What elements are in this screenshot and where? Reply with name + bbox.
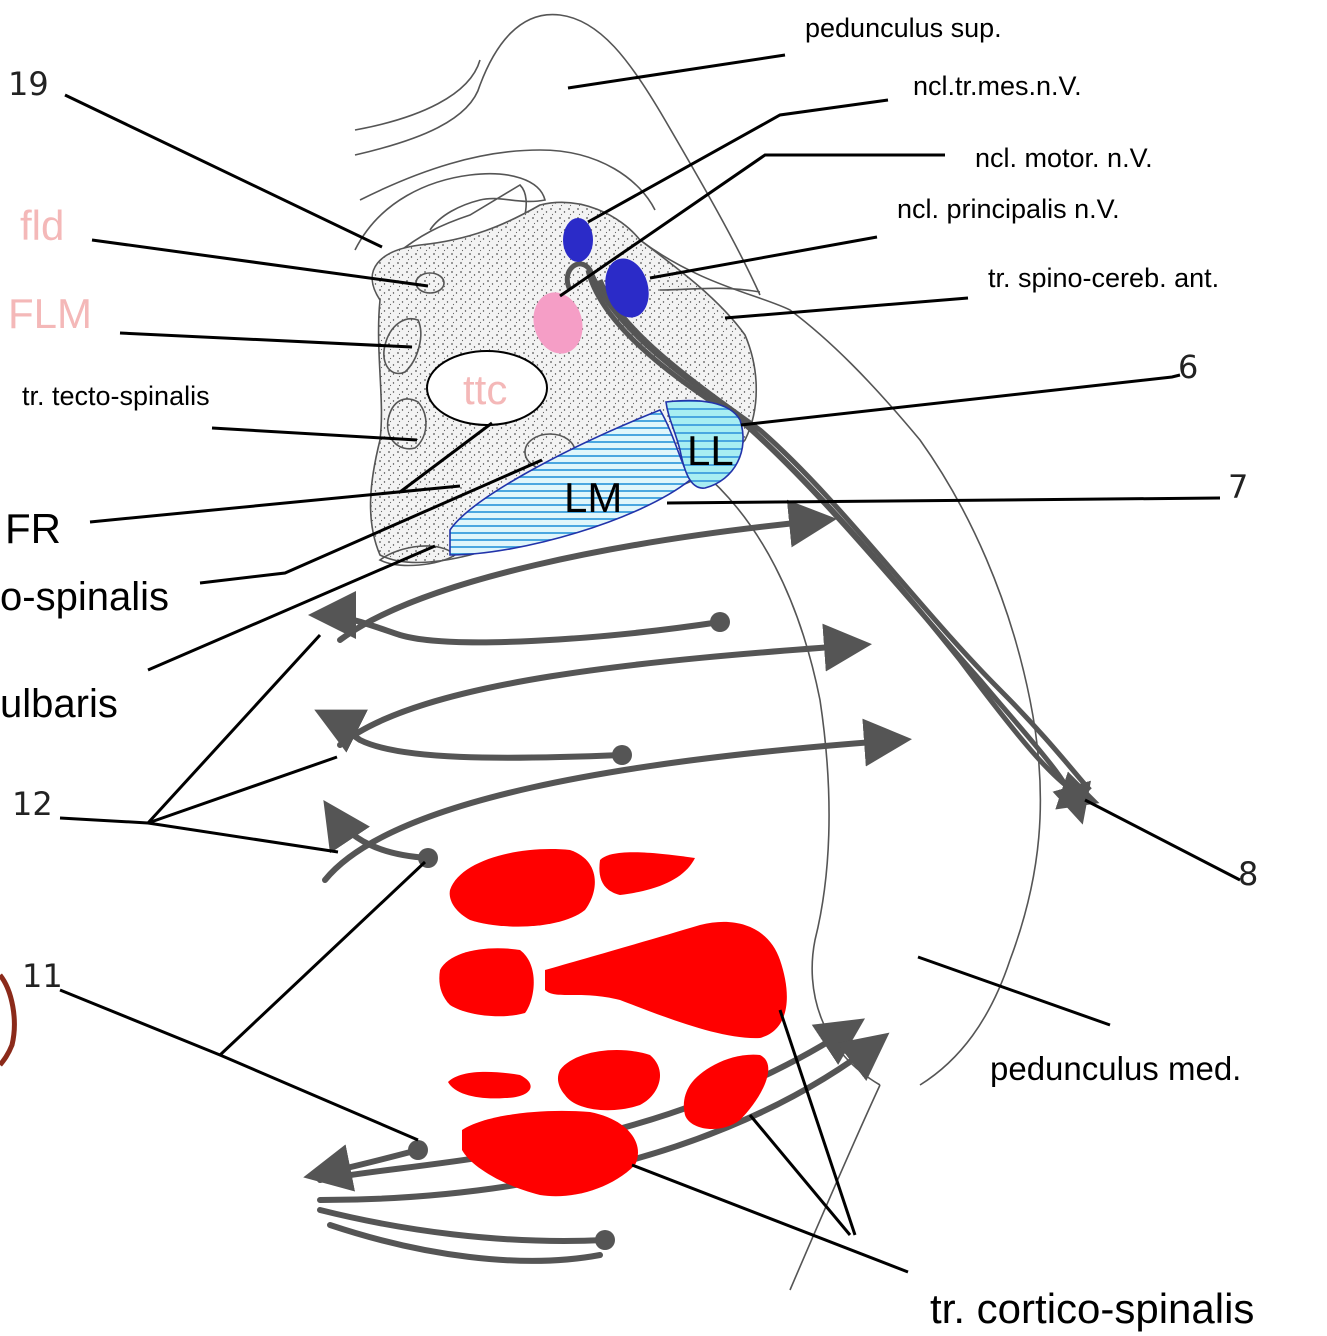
ncl-tr-mes-nucleus xyxy=(563,218,593,262)
label-flm: FLM xyxy=(8,290,92,337)
label-lm: LM xyxy=(564,474,622,521)
label-number-6: 6 xyxy=(1178,348,1198,386)
label-ncl-principalis: ncl. principalis n.V. xyxy=(897,194,1120,224)
label-ncl-motor: ncl. motor. n.V. xyxy=(975,143,1153,173)
corticospinal-bundles xyxy=(439,849,787,1196)
label-number-19: 19 xyxy=(8,65,49,103)
label-number-7: 7 xyxy=(1228,468,1248,506)
edge-circle-fragment xyxy=(0,975,14,1065)
label-ttc: ttc xyxy=(463,366,507,413)
label-fr: FR xyxy=(5,505,61,552)
label-tr-tecto-spinalis: tr. tecto-spinalis xyxy=(22,381,210,411)
label-tr-cortico-spinalis: tr. cortico-spinalis xyxy=(930,1285,1254,1332)
label-ulbaris: ulbaris xyxy=(0,682,118,726)
label-ll: LL xyxy=(687,427,734,474)
label-o-spinalis: o-spinalis xyxy=(0,575,169,619)
label-pedunculus-med: pedunculus med. xyxy=(990,1050,1241,1087)
label-ncl-tr-mes: ncl.tr.mes.n.V. xyxy=(913,71,1082,101)
label-number-12: 12 xyxy=(12,785,53,823)
label-number-8: 8 xyxy=(1238,855,1258,893)
label-fld: fld xyxy=(20,202,64,249)
label-number-11: 11 xyxy=(22,957,63,995)
trigeminal-fibers xyxy=(567,264,1090,815)
label-pedunculus-sup: pedunculus sup. xyxy=(805,13,1002,43)
label-tr-spino-cereb: tr. spino-cereb. ant. xyxy=(988,263,1219,293)
